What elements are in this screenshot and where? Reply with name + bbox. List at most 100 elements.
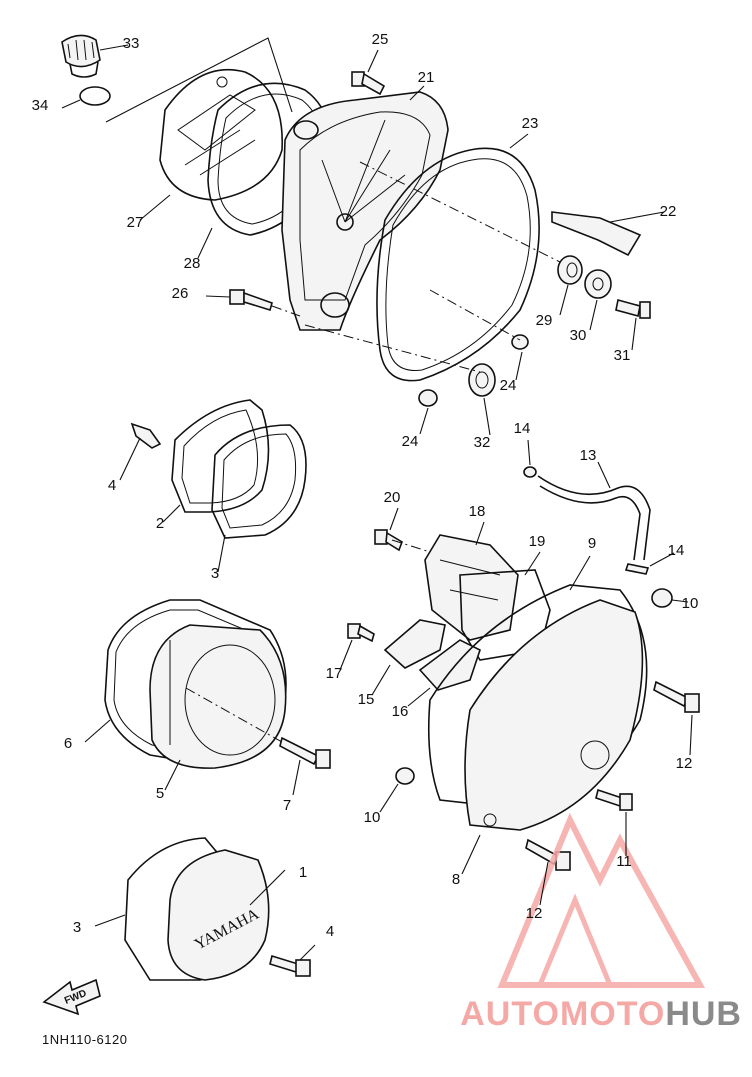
callout-leader-15 — [371, 664, 391, 696]
part-7-bolt — [279, 736, 331, 769]
callout-label-32: 32 — [474, 434, 491, 451]
automotohub-logo-mark — [497, 812, 706, 988]
callout-label-30: 30 — [570, 327, 587, 344]
callout-leader-34 — [61, 99, 81, 109]
callout-label-18: 18 — [469, 503, 486, 520]
part-16-plate — [418, 639, 481, 691]
callout-label-33: 33 — [123, 35, 140, 52]
callout-label-11: 11 — [616, 853, 632, 870]
part-11-bolt — [595, 788, 633, 811]
callout-layer: 1233445678910101112121314141516171819202… — [32, 31, 699, 961]
part-29-bushing — [557, 255, 583, 285]
callout-leader-22 — [609, 211, 665, 223]
callout-label-16: 16 — [392, 703, 409, 720]
callout-leader-13 — [597, 461, 611, 489]
part-31-bolt — [615, 299, 651, 319]
callout-leader-2 — [162, 504, 181, 523]
callout-leader-24 — [515, 351, 523, 381]
callout-leader-12 — [689, 714, 693, 756]
part-13-hose — [537, 475, 651, 561]
callout-leader-26 — [205, 295, 231, 298]
callout-label-12: 12 — [676, 755, 693, 772]
part-14-clamp — [624, 563, 650, 575]
callout-label-10: 10 — [682, 595, 699, 612]
part-30-washer — [584, 269, 612, 299]
callout-label-2: 2 — [156, 515, 164, 532]
fwd-arrow-icon: FWD — [42, 978, 101, 1016]
callout-leader-18 — [475, 521, 485, 546]
logo-text-automoto: AUTOMOTO — [460, 995, 666, 1033]
callout-leader-8 — [461, 834, 481, 875]
callout-label-31: 31 — [614, 347, 631, 364]
callout-leader-14 — [527, 439, 531, 466]
callout-label-4: 4 — [108, 477, 116, 494]
part-33-oil-filler-cap — [61, 34, 101, 78]
callout-label-7: 7 — [283, 797, 291, 814]
part-12-bolt-lower — [525, 838, 571, 871]
callout-label-3: 3 — [211, 565, 219, 582]
callout-leader-9 — [569, 555, 591, 591]
callout-leader-17 — [339, 639, 353, 671]
part-10-plug — [651, 588, 673, 608]
callout-label-24: 24 — [402, 433, 419, 450]
callout-leader-20 — [389, 507, 399, 531]
callout-label-9: 9 — [588, 535, 596, 552]
callout-leader-32 — [483, 397, 491, 436]
callout-label-25: 25 — [372, 31, 389, 48]
callout-leader-16 — [407, 687, 431, 707]
callout-label-14: 14 — [514, 420, 531, 437]
callout-leader-3 — [94, 914, 126, 927]
callout-leader-27 — [139, 194, 171, 221]
callout-leader-29 — [559, 284, 569, 316]
callout-label-26: 26 — [172, 285, 189, 302]
callout-leader-10 — [671, 599, 689, 603]
part-34-o-ring — [79, 86, 111, 106]
part-15-plate — [383, 619, 446, 669]
callout-leader-33 — [99, 44, 129, 51]
callout-label-29: 29 — [536, 312, 553, 329]
part-4-bolt — [130, 422, 162, 449]
callout-leader-21 — [409, 85, 425, 101]
callout-label-13: 13 — [580, 447, 597, 464]
callout-label-3: 3 — [73, 919, 81, 936]
callout-leader-23 — [509, 133, 529, 149]
callout-label-22: 22 — [660, 203, 677, 220]
diagram-code: 1NH110-6120 — [42, 1032, 128, 1047]
automotohub-logo-text: AUTOMOTOHUB — [460, 995, 742, 1034]
part-26-bolt — [229, 289, 273, 312]
callout-leader-30 — [589, 299, 598, 331]
part-10-plug — [395, 767, 415, 785]
callout-label-27: 27 — [127, 214, 144, 231]
callout-label-24: 24 — [500, 377, 517, 394]
part-24-dowel — [418, 389, 438, 407]
part-8-cover — [464, 599, 644, 831]
callout-label-10: 10 — [364, 809, 381, 826]
callout-label-21: 21 — [418, 69, 435, 86]
callout-leader-3 — [217, 534, 226, 573]
callout-label-8: 8 — [452, 871, 460, 888]
part-2-gasket — [171, 399, 270, 513]
callout-label-14: 14 — [668, 542, 685, 559]
callout-label-34: 34 — [32, 97, 49, 114]
callout-leader-24 — [419, 407, 429, 435]
callout-leader-19 — [524, 551, 541, 576]
callout-label-17: 17 — [326, 665, 343, 682]
part-21-crankcase-cover — [281, 91, 449, 331]
callout-leader-12 — [539, 861, 549, 906]
part-14-clamp — [523, 466, 537, 478]
callout-leader-4 — [119, 437, 141, 481]
callout-leader-7 — [292, 759, 301, 796]
part-17-bolt — [347, 623, 375, 643]
callout-label-20: 20 — [384, 489, 401, 506]
part-9-gasket — [427, 584, 648, 811]
part-4-bolt-lower — [269, 954, 311, 977]
part-27-plate — [159, 68, 283, 201]
part-20-bolt — [374, 529, 403, 552]
callout-label-23: 23 — [522, 115, 539, 132]
callout-label-19: 19 — [529, 533, 546, 550]
callout-label-6: 6 — [64, 735, 72, 752]
part-18-cover — [424, 534, 519, 641]
callout-label-5: 5 — [156, 785, 164, 802]
callout-leader-6 — [84, 719, 111, 743]
